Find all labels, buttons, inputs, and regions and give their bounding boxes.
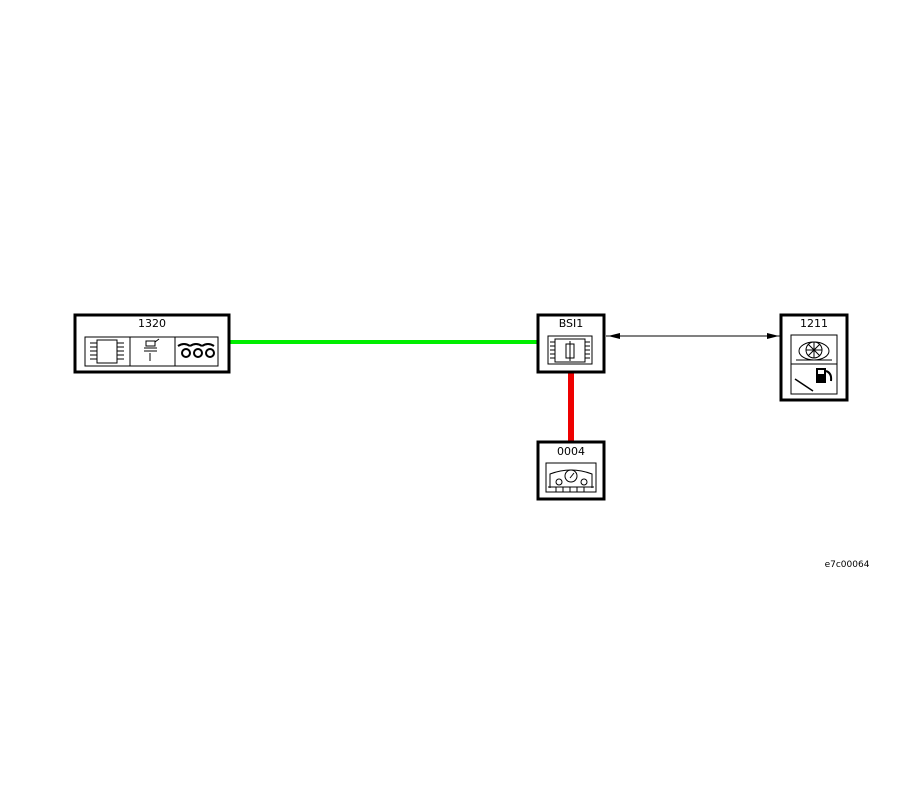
coil-icon xyxy=(177,343,215,358)
fuel-gauge-sender-icon xyxy=(796,341,832,361)
component-bsi1[interactable]: BSI1 xyxy=(536,313,606,374)
instrument-panel-icon xyxy=(545,462,597,493)
component-1211[interactable]: 1211 xyxy=(779,313,849,402)
component-label: 1211 xyxy=(800,317,828,330)
arrow-left-icon xyxy=(608,333,620,339)
component-label: BSI1 xyxy=(559,317,584,330)
component-1320[interactable]: 1320 xyxy=(73,313,231,374)
diagram-reference: e7c00064 xyxy=(825,560,870,570)
fuse-box-icon xyxy=(547,335,593,365)
component-label: 1320 xyxy=(138,317,166,330)
component-0004[interactable]: 0004 xyxy=(536,440,606,501)
gauge-needle-icon xyxy=(794,378,814,392)
fuel-pump-icon xyxy=(816,368,833,383)
connection-bsi1-1211 xyxy=(606,333,781,339)
ecu-chip-icon xyxy=(90,339,124,364)
arrow-right-icon xyxy=(767,333,779,339)
component-label: 0004 xyxy=(557,445,585,458)
injector-icon xyxy=(144,338,160,361)
